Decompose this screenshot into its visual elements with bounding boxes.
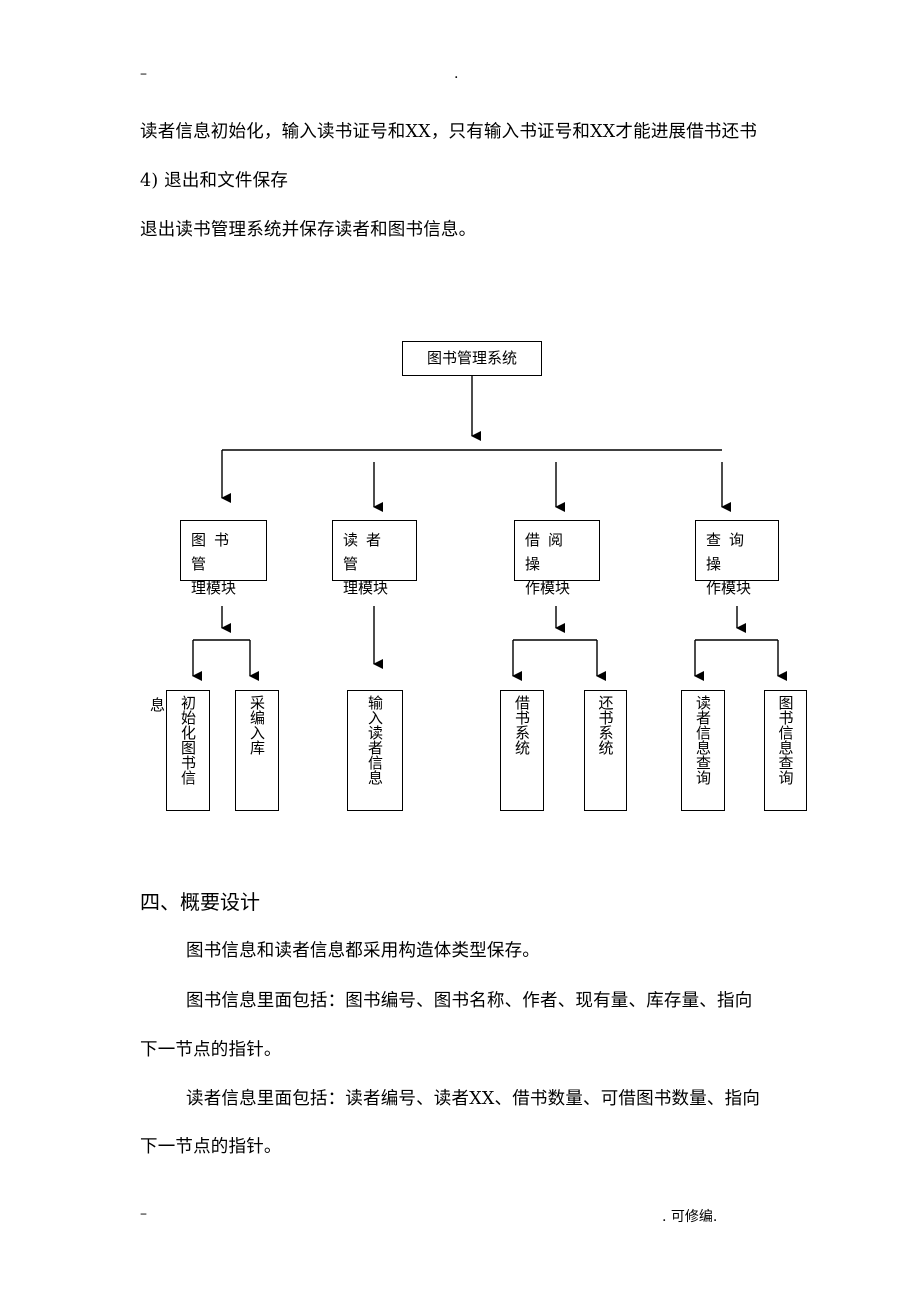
- leaf-return-system: 还书系统: [584, 690, 627, 811]
- header-left-mark: –: [140, 66, 147, 82]
- paragraph-exit-heading: 4) 退出和文件保存: [140, 171, 289, 191]
- paragraph-exit-desc: 退出读书管理系统并保存读者和图书信息。: [140, 220, 477, 240]
- section-heading: 四、概要设计: [140, 890, 260, 914]
- leaf-label: 输入读者信息: [366, 695, 384, 785]
- leaf-init-book-info: 初始化图书信: [166, 690, 210, 811]
- module-reader-management: 读者管 理模块: [332, 520, 417, 597]
- section-paragraph-reader-fields: 读者信息里面包括：读者编号、读者XX、借书数量、可借图书数量、指向: [186, 1089, 761, 1109]
- leaf-label: 初始化图书信: [179, 695, 197, 785]
- header-center-mark: .: [454, 66, 459, 82]
- module-query-operation: 查询操 作模块: [695, 520, 779, 597]
- leaf-label: 图书信息查询: [776, 695, 795, 785]
- paragraph-reader-init: 读者信息初始化，输入读书证号和XX，只有输入书证号和XX才能进展借书还书: [140, 122, 758, 142]
- module-borrow-operation: 借阅操 作模块: [514, 520, 600, 597]
- section-paragraph-book-fields: 图书信息里面包括：图书编号、图书名称、作者、现有量、库存量、指向: [186, 991, 753, 1011]
- module-label-line1: 读者管: [343, 531, 390, 573]
- leaf-reader-info-query: 读者信息查询: [681, 690, 725, 811]
- leaf-book-info-query: 图书信息查询: [764, 690, 807, 811]
- footer-left-mark: –: [140, 1206, 147, 1222]
- footer-right-text: . 可修编.: [662, 1209, 718, 1225]
- module-label-line1: 图书管: [191, 531, 238, 573]
- leaf-input-reader-info: 输入读者信息: [347, 690, 403, 811]
- section-paragraph-struct: 图书信息和读者信息都采用构造体类型保存。: [186, 941, 540, 961]
- module-label-line1: 借阅操: [525, 531, 572, 573]
- section-paragraph-reader-fields-cont: 下一节点的指针。: [140, 1137, 282, 1157]
- leaf-catalog-stock: 采编入库: [235, 690, 279, 811]
- module-label-line2: 理模块: [343, 579, 389, 597]
- root-node-label: 图书管理系统: [426, 349, 517, 367]
- leaf-overflow-char: 息: [150, 696, 166, 714]
- module-label-line2: 作模块: [706, 579, 752, 597]
- root-node: 图书管理系统: [402, 341, 542, 376]
- module-label-line2: 作模块: [525, 579, 571, 597]
- module-label-line2: 理模块: [191, 579, 237, 597]
- leaf-label: 读者信息查询: [694, 695, 712, 785]
- module-book-management: 图书管 理模块: [180, 520, 267, 597]
- leaf-borrow-system: 借书系统: [500, 690, 544, 811]
- section-paragraph-book-fields-cont: 下一节点的指针。: [140, 1040, 282, 1060]
- leaf-label: 采编入库: [248, 695, 266, 755]
- module-label-line1: 查询操: [706, 531, 753, 573]
- leaf-label: 借书系统: [513, 695, 531, 755]
- leaf-label: 还书系统: [596, 695, 615, 755]
